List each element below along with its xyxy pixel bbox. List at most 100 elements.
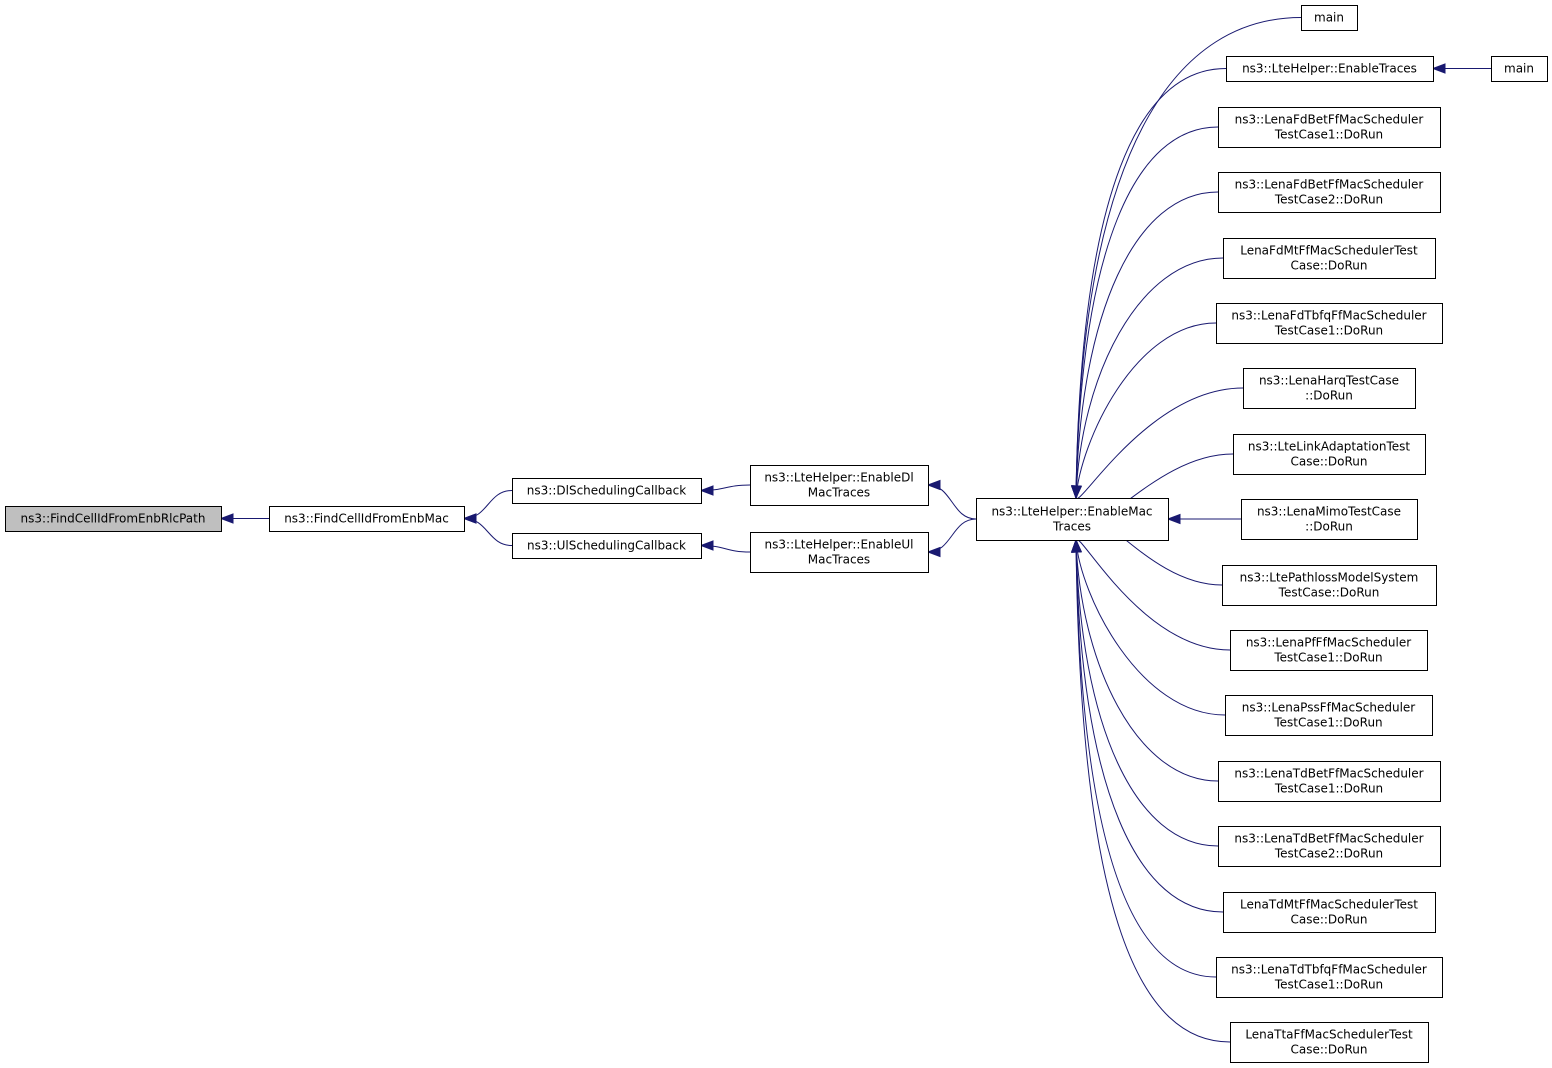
node-dlSchedulingCallback[interactable]: ns3::DlSchedulingCallback [512, 478, 702, 504]
node-box [1233, 434, 1426, 475]
node-box [750, 465, 929, 506]
node-box [1230, 630, 1428, 671]
node-label: TestCase1::DoRun [1274, 128, 1383, 142]
node-label: ns3::LteHelper::EnableMac [991, 505, 1152, 519]
edge-fdBet1-to-enableMacTraces [1075, 126, 1219, 499]
node-label: Case::DoRun [1290, 259, 1367, 273]
node-box [1225, 695, 1433, 736]
node-label: ns3::LenaFdBetFfMacScheduler [1235, 178, 1424, 192]
edge-pss-to-enableMacTraces [1075, 539, 1226, 716]
node-label: ns3::LenaFdBetFfMacScheduler [1235, 113, 1424, 127]
node-box [750, 532, 929, 573]
edge-tdTbfq-to-enableMacTraces [1075, 539, 1217, 978]
edge-tta-to-enableMacTraces [1075, 539, 1231, 1043]
edge-tdMt-to-enableMacTraces [1075, 539, 1224, 913]
node-main2[interactable]: main [1491, 56, 1548, 82]
node-tdBet2[interactable]: ns3::LenaTdBetFfMacSchedulerTestCase2::D… [1218, 826, 1441, 867]
node-label: ns3::LenaTdBetFfMacScheduler [1234, 767, 1423, 781]
node-box [1223, 892, 1436, 933]
edge-tdBet2-to-enableMacTraces [1075, 539, 1219, 847]
node-label: ns3::LenaMimoTestCase [1257, 505, 1401, 519]
node-label: MacTraces [808, 486, 870, 500]
node-label: TestCase1::DoRun [1274, 782, 1383, 796]
arrowhead [699, 540, 714, 551]
node-label: ns3::LteHelper::EnableTraces [1242, 62, 1417, 76]
node-label: ns3::LtePathlossModelSystem [1240, 571, 1419, 585]
node-label: ns3::DlSchedulingCallback [527, 484, 686, 498]
node-label: TestCase1::DoRun [1273, 651, 1382, 665]
node-box [1301, 5, 1358, 31]
arrowhead [1071, 485, 1083, 500]
node-label: TestCase2::DoRun [1274, 847, 1383, 861]
node-label: TestCase1::DoRun [1273, 716, 1382, 730]
node-box [1218, 172, 1441, 213]
node-box [1218, 761, 1441, 802]
arrowhead [926, 479, 941, 491]
node-fdBet1[interactable]: ns3::LenaFdBetFfMacSchedulerTestCase1::D… [1218, 107, 1441, 148]
node-label: ns3::LenaPssFfMacScheduler [1242, 701, 1415, 715]
node-label: ns3::LenaFdTbfqFfMacScheduler [1231, 309, 1426, 323]
node-box [1230, 1022, 1429, 1063]
node-label: Traces [1052, 520, 1091, 534]
node-label: ns3::LteHelper::EnableUl [765, 538, 914, 552]
node-box [1223, 238, 1436, 279]
node-box [976, 498, 1169, 541]
node-label: main [1504, 62, 1534, 76]
edge-tdBet1-to-enableMacTraces [1075, 539, 1219, 782]
node-label: TestCase1::DoRun [1274, 978, 1383, 992]
node-label: ::DoRun [1305, 389, 1353, 403]
edge-dlSchedulingCallback-to-findCellIdFromEnbMac [463, 490, 513, 519]
arrowhead [926, 546, 941, 558]
node-label: ns3::LteHelper::EnableDl [764, 471, 913, 485]
node-fdTbfq[interactable]: ns3::LenaFdTbfqFfMacSchedulerTestCase1::… [1216, 303, 1443, 344]
edge-harq-to-enableMacTraces [1075, 387, 1244, 499]
node-box [1216, 303, 1443, 344]
node-pf[interactable]: ns3::LenaPfFfMacSchedulerTestCase1::DoRu… [1230, 630, 1428, 671]
node-findCellIdFromEnbMac[interactable]: ns3::FindCellIdFromEnbMac [269, 506, 465, 532]
node-label: MacTraces [808, 553, 870, 567]
node-label: TestCase2::DoRun [1274, 193, 1383, 207]
edge-fdBet2-to-enableMacTraces [1075, 191, 1219, 499]
edge-main1-to-enableMacTraces [1075, 17, 1302, 499]
node-enableTraces[interactable]: ns3::LteHelper::EnableTraces [1226, 56, 1434, 82]
node-label: TestCase1::DoRun [1274, 324, 1383, 338]
node-label: Case::DoRun [1290, 455, 1367, 469]
node-label: ns3::LenaTdBetFfMacScheduler [1234, 832, 1423, 846]
node-box [1491, 56, 1548, 82]
graph-nodes: ns3::FindCellIdFromEnbRlcPath ns3::FindCe… [5, 5, 1548, 1063]
edge-fdTbfq-to-enableMacTraces [1075, 322, 1217, 499]
node-label: LenaTtaFfMacSchedulerTest [1245, 1028, 1413, 1042]
node-box [1222, 565, 1437, 606]
arrowhead [1166, 513, 1181, 525]
node-tdBet1[interactable]: ns3::LenaTdBetFfMacSchedulerTestCase1::D… [1218, 761, 1441, 802]
arrowhead [1070, 538, 1082, 553]
node-label: ::DoRun [1305, 520, 1353, 534]
node-mimo[interactable]: ns3::LenaMimoTestCase::DoRun [1241, 499, 1418, 540]
node-pathloss[interactable]: ns3::LtePathlossModelSystemTestCase::DoR… [1222, 565, 1437, 606]
node-label: TestCase::DoRun [1278, 586, 1380, 600]
arrowhead [219, 513, 234, 524]
node-label: ns3::LenaPfFfMacScheduler [1246, 636, 1411, 650]
node-harq[interactable]: ns3::LenaHarqTestCase::DoRun [1243, 368, 1416, 409]
node-findCellIdFromEnbRlcPath[interactable]: ns3::FindCellIdFromEnbRlcPath [5, 506, 222, 532]
node-tdTbfq[interactable]: ns3::LenaTdTbfqFfMacSchedulerTestCase1::… [1216, 957, 1443, 998]
node-ulSchedulingCallback[interactable]: ns3::UlSchedulingCallback [512, 533, 702, 559]
edge-enableMacTraces-to-enableUlMacTraces [927, 518, 977, 553]
node-label: main [1314, 11, 1344, 25]
node-fdBet2[interactable]: ns3::LenaFdBetFfMacSchedulerTestCase2::D… [1218, 172, 1441, 213]
edge-ulSchedulingCallback-to-findCellIdFromEnbMac [463, 518, 513, 546]
graph-edges [219, 17, 1491, 1043]
node-box [512, 533, 702, 559]
node-main1[interactable]: main [1301, 5, 1358, 31]
node-box [1241, 499, 1418, 540]
node-label: ns3::LteLinkAdaptationTest [1248, 440, 1410, 454]
node-pss[interactable]: ns3::LenaPssFfMacSchedulerTestCase1::DoR… [1225, 695, 1433, 736]
